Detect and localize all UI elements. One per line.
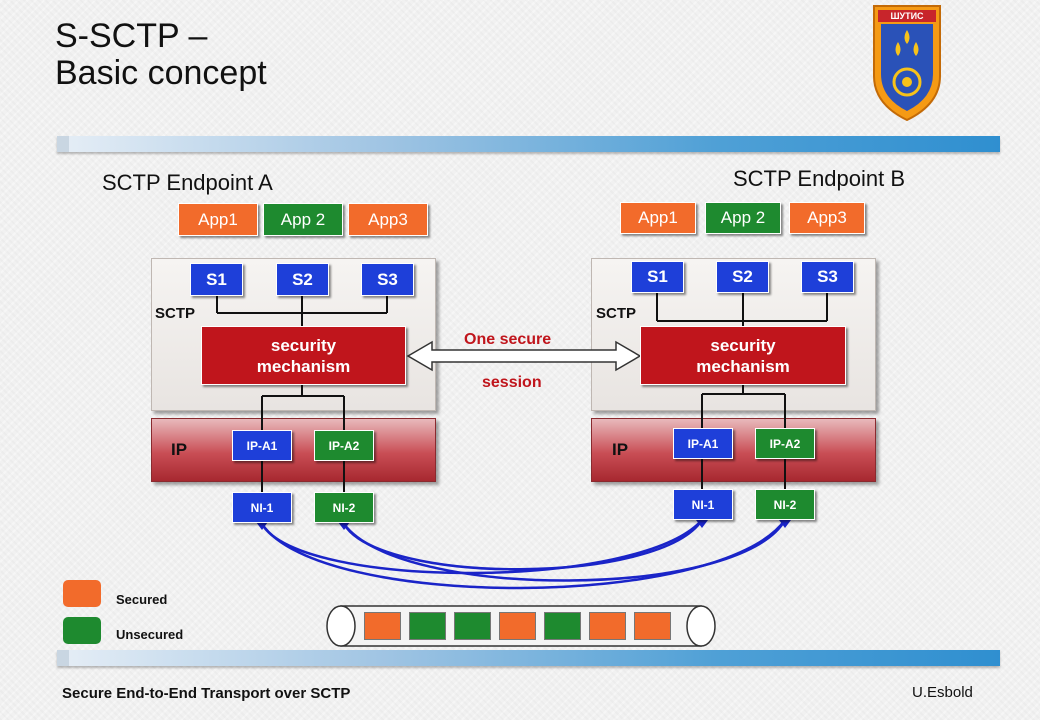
endpoint-b-security-mechanism: security mechanism <box>640 326 846 385</box>
slide-title-line1: S-SCTP – <box>55 17 208 55</box>
endpoint-a-title: SCTP Endpoint A <box>102 170 273 195</box>
endpoint-b-app1: App1 <box>620 202 696 234</box>
endpoint-b-app3: App3 <box>789 202 865 234</box>
legend-secured-swatch <box>63 580 101 607</box>
endpoint-b-app2: App 2 <box>705 202 781 234</box>
endpoint-b-ip-a2: IP-A2 <box>755 428 815 459</box>
endpoint-b-sctp-label: SCTP <box>596 305 637 322</box>
legend-secured-label: Secured <box>116 592 168 607</box>
bottom-divider-bar <box>57 650 1000 666</box>
endpoint-a-ip-layer <box>151 418 436 482</box>
university-logo: ШУТИС <box>872 4 942 122</box>
endpoint-a-app3: App3 <box>348 203 428 236</box>
footer-title: Secure End-to-End Transport over SCTP <box>62 685 351 702</box>
endpoint-a-ip-label: IP <box>171 440 188 459</box>
endpoint-b-ip-label: IP <box>612 440 629 459</box>
slide-title-line2: Basic concept <box>55 54 267 92</box>
endpoint-a-sctp-label: SCTP <box>155 305 196 322</box>
endpoint-a-ni1: NI-1 <box>232 492 292 523</box>
endpoint-a-ip-a1: IP-A1 <box>232 430 292 461</box>
endpoint-b-stream-s2: S2 <box>716 261 769 293</box>
footer-author: U.Esbold <box>912 684 973 701</box>
endpoint-a-stream-s1: S1 <box>190 263 243 296</box>
packet-cell-secured <box>634 612 671 640</box>
packet-stream <box>364 612 680 640</box>
top-divider-bar <box>57 136 1000 152</box>
endpoint-a-ni2: NI-2 <box>314 492 374 523</box>
endpoint-b-ip-a1: IP-A1 <box>673 428 733 459</box>
packet-cell-secured <box>499 612 536 640</box>
endpoint-b-stream-s3: S3 <box>801 261 854 293</box>
endpoint-b-security-line2: mechanism <box>696 356 790 376</box>
packet-cell-unsecured <box>544 612 581 640</box>
endpoint-b-title: SCTP Endpoint B <box>733 166 906 191</box>
packet-cell-unsecured <box>454 612 491 640</box>
endpoint-a-ip-a2: IP-A2 <box>314 430 374 461</box>
packet-cell-secured <box>364 612 401 640</box>
packet-cell-secured <box>589 612 626 640</box>
endpoint-b-security-line1: security <box>710 335 776 355</box>
endpoint-a-app1: App1 <box>178 203 258 236</box>
session-label-line1: One secure <box>464 331 552 348</box>
slide-title: S-SCTP – Basic concept <box>55 18 267 92</box>
endpoint-a-app2: App 2 <box>263 203 343 236</box>
endpoint-b-stream-s1: S1 <box>631 261 684 293</box>
endpoint-b-ip-layer <box>591 418 876 482</box>
university-shield-emblem-icon <box>873 5 941 122</box>
endpoint-a-security-mechanism: security mechanism <box>201 326 406 385</box>
session-label-line2: session <box>482 374 542 391</box>
legend-unsecured-label: Unsecured <box>116 627 184 642</box>
endpoint-b-ni2: NI-2 <box>755 489 815 520</box>
endpoint-a-stream-s2: S2 <box>276 263 329 296</box>
logo-text: ШУТИС <box>890 11 924 21</box>
packet-cell-unsecured <box>409 612 446 640</box>
endpoint-a-stream-s3: S3 <box>361 263 414 296</box>
legend-unsecured-swatch <box>63 617 101 644</box>
endpoint-b-ni1: NI-1 <box>673 489 733 520</box>
endpoint-a-security-line1: security <box>270 335 337 355</box>
endpoint-a-security-line2: mechanism <box>256 356 351 376</box>
network-links <box>260 519 787 590</box>
